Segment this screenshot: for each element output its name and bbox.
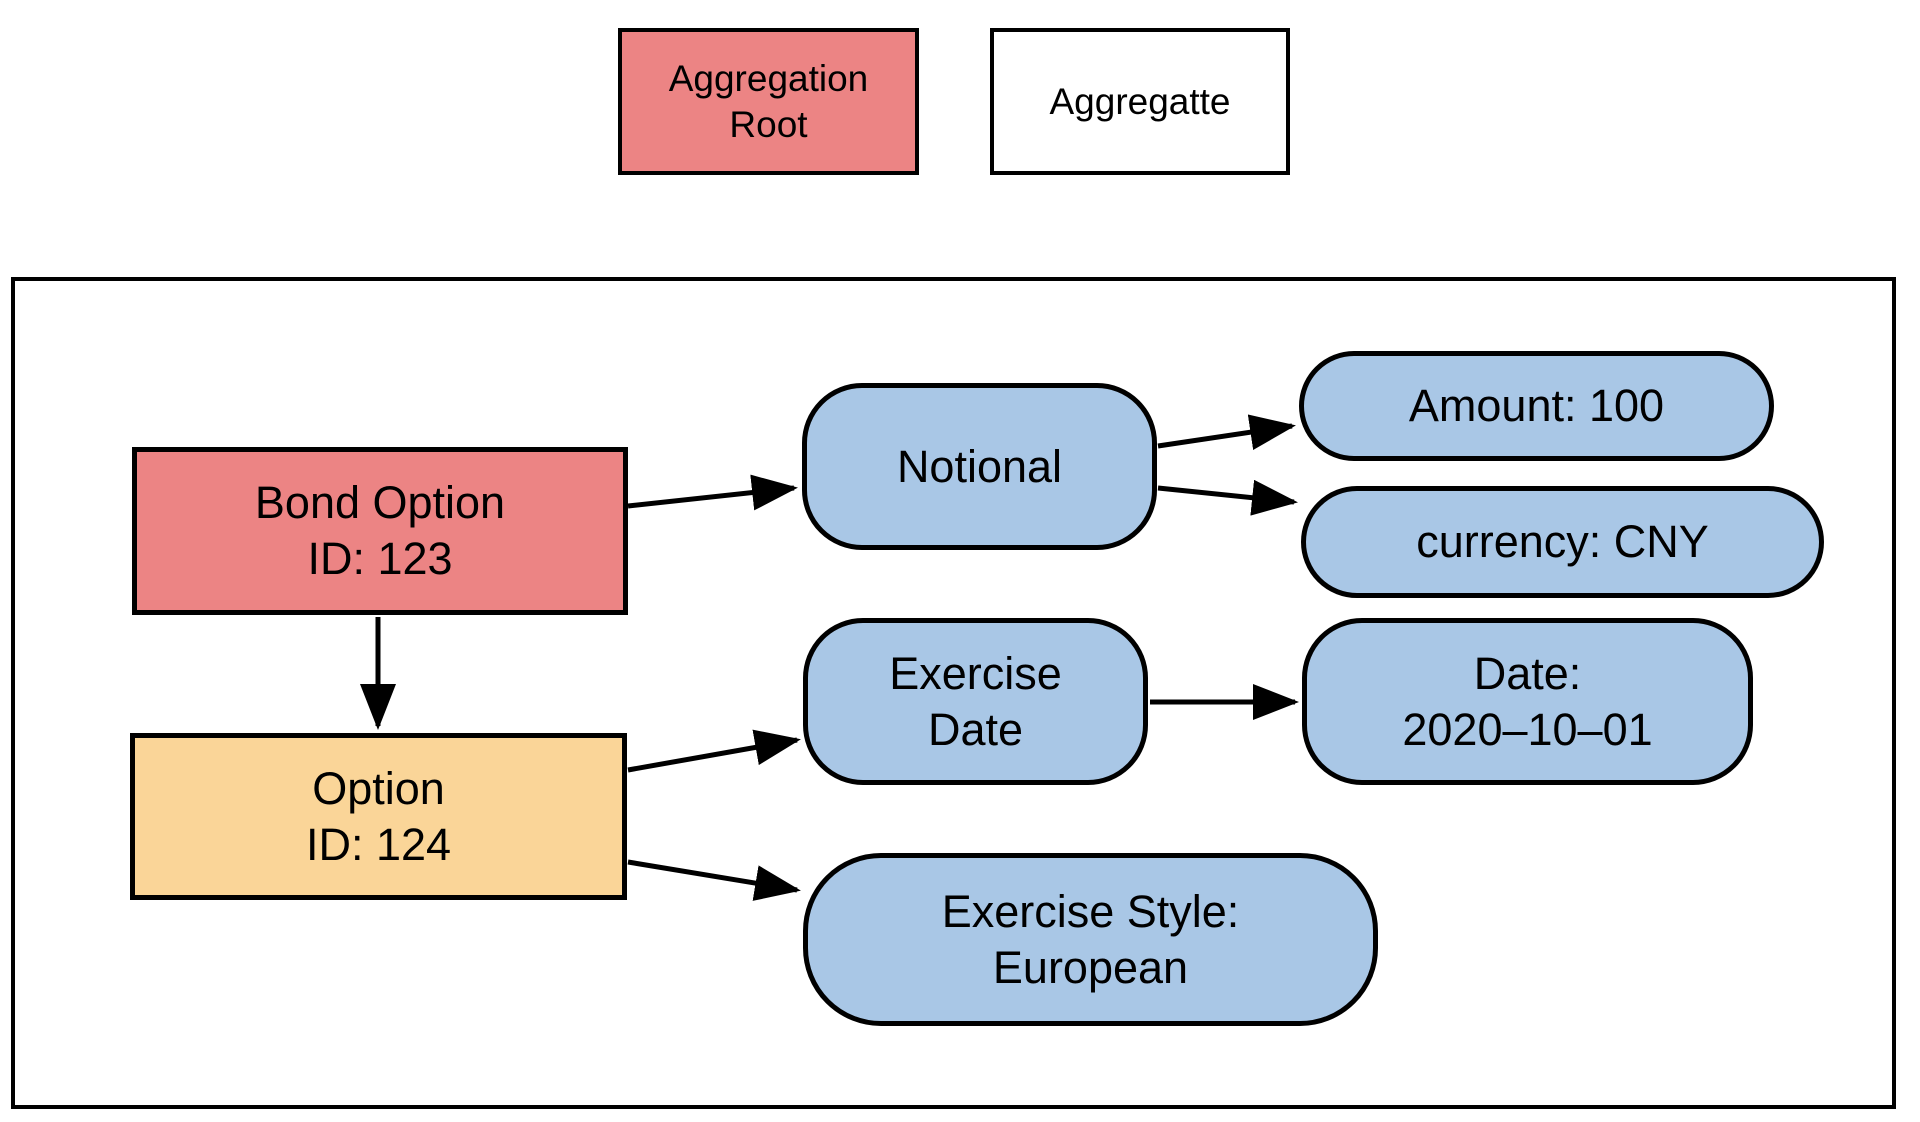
node-currency-label: currency: CNY [1416,516,1709,568]
node-date-line1: Date: [1473,647,1582,699]
node-bond-option-id: ID: 123 [307,533,453,584]
node-currency: currency: CNY [1301,486,1824,598]
legend-aggregation-root-label-line1: Aggregation [668,58,869,100]
node-option-title: Option [312,762,445,814]
node-bond-option: Bond Option ID: 123 [132,447,628,615]
legend-aggregate-label: Aggregatte [1049,80,1231,122]
node-date-line2: 2020–10–01 [1402,703,1653,755]
node-exercise-date-line2: Date [927,703,1024,755]
node-amount: Amount: 100 [1299,351,1774,461]
node-option-id: ID: 124 [305,818,452,870]
node-notional: Notional [802,383,1157,550]
node-exercise-date: Exercise Date [803,618,1148,785]
node-exercise-style: Exercise Style: European [803,853,1378,1026]
node-exercise-style-line1: Exercise Style: [941,885,1240,937]
node-exercise-style-line2: European [992,941,1189,993]
node-bond-option-title: Bond Option [254,477,506,529]
node-option: Option ID: 124 [130,733,627,900]
legend-aggregate: Aggregatte [990,28,1290,175]
legend-aggregation-root-label-line2: Root [729,103,808,145]
node-amount-label: Amount: 100 [1408,380,1665,432]
node-notional-label: Notional [896,440,1063,492]
node-date: Date: 2020–10–01 [1302,618,1753,785]
legend-aggregation-root: Aggregation Root [618,28,919,175]
node-exercise-date-line1: Exercise [889,647,1062,699]
